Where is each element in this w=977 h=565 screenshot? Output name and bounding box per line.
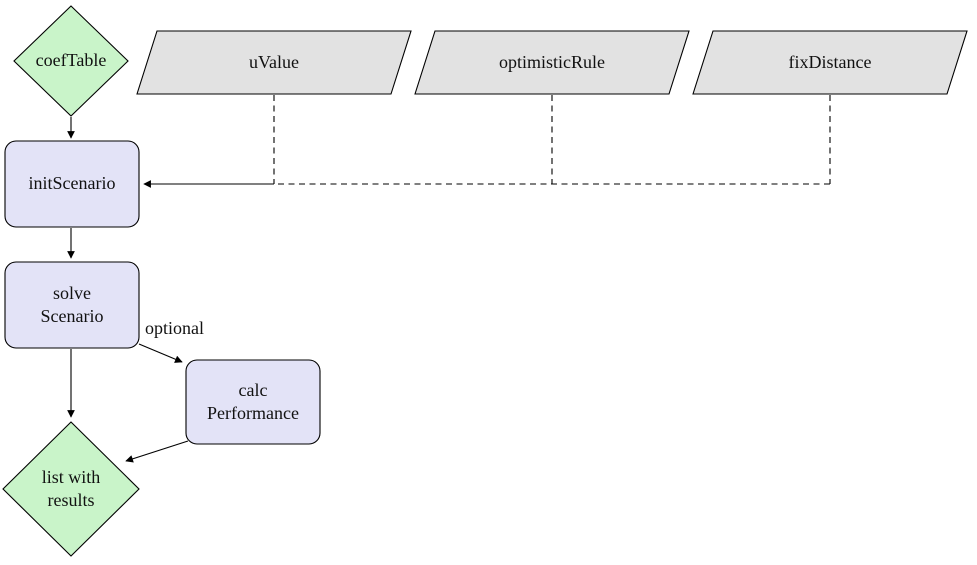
coeftable-diamond-shape — [13, 5, 129, 117]
edge-solvescenario-to-calcperformance — [138, 343, 183, 363]
solvescenario-box-shape — [4, 261, 140, 349]
calcperformance-box-shape — [185, 359, 321, 445]
optimisticrule-parallelogram-shape — [414, 30, 690, 95]
initscenario-box-shape — [4, 140, 140, 228]
fixdistance-parallelogram-shape — [692, 30, 968, 95]
edge-calcperformance-to-results — [125, 440, 189, 463]
uvalue-parallelogram-shape — [136, 30, 412, 95]
results-diamond-shape — [2, 421, 140, 557]
